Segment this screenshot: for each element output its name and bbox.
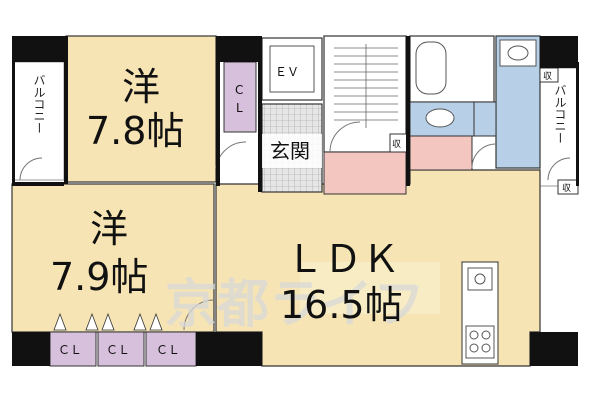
- western2-size: 7.9帖: [50, 255, 148, 299]
- storage-right-top-label: 収: [543, 70, 552, 82]
- closet-1-label: ＣＬ: [58, 343, 82, 357]
- hallway: [323, 151, 407, 195]
- western-room-1: [65, 35, 217, 183]
- western1-type: 洋: [122, 65, 160, 109]
- balcony-left-label: バルコニー: [32, 74, 46, 134]
- ldk-type: ＬＤＫ: [286, 237, 400, 281]
- balcony-right-label: バルコニー: [553, 84, 567, 144]
- closet-2-label: ＣＬ: [106, 343, 130, 357]
- elevator-label: ＥＶ: [275, 65, 299, 79]
- ldk-size: 16.5帖: [280, 283, 403, 327]
- balcony-left: [13, 61, 65, 181]
- storage-right-bottom: [557, 179, 579, 195]
- elevator: [261, 37, 323, 101]
- closet-room1-label-c: C: [235, 83, 243, 97]
- closet-3-label: ＣＬ: [156, 343, 180, 357]
- western-room-2: [11, 183, 215, 333]
- closet-room1-label-l: L: [236, 101, 243, 115]
- watermark: 京都ライフ: [165, 275, 425, 335]
- storage-hall-label: 収: [392, 138, 401, 150]
- corridor: [409, 135, 473, 171]
- western1-size: 7.8帖: [86, 109, 184, 153]
- closet-2: [97, 331, 145, 367]
- storage-right-bottom-label: 収: [562, 182, 571, 194]
- western2-type: 洋: [90, 207, 128, 251]
- entrance-label: 玄関: [270, 139, 310, 163]
- closet-3: [145, 331, 197, 367]
- closet-room1: [223, 61, 257, 133]
